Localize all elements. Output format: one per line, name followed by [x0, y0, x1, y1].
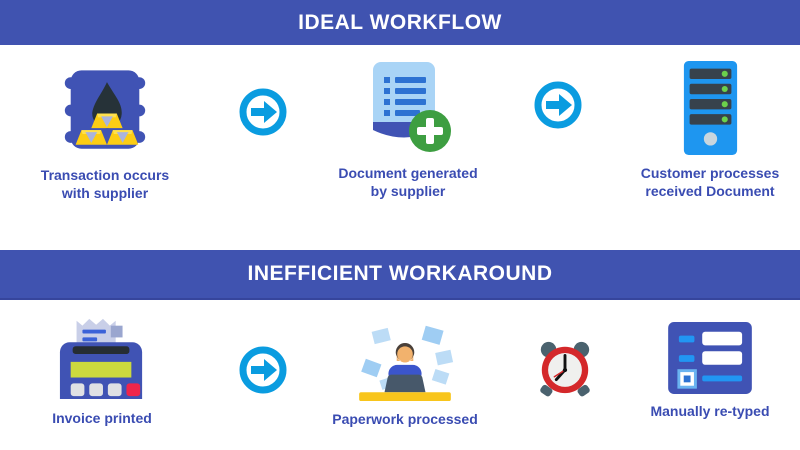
workflow-arrow-3	[239, 346, 287, 399]
delay-clock	[536, 337, 594, 406]
arrow-right-icon	[239, 88, 287, 136]
invoice-printer-icon	[59, 318, 143, 400]
step-label: Customer processes received Document	[640, 165, 780, 200]
step-label: Invoice printed	[52, 410, 152, 426]
document-add-icon	[373, 62, 451, 152]
retype-form-icon	[668, 322, 752, 394]
workflow-arrow-1	[239, 88, 287, 141]
step-paperwork-processed: Paperwork processed	[310, 322, 500, 428]
banner-inefficient-workaround: INEFFICIENT WORKAROUND	[0, 250, 800, 300]
step-label: Paperwork processed	[332, 411, 478, 427]
step-customer-processes: Customer processes received Document	[615, 60, 800, 201]
arrow-right-icon	[534, 81, 582, 129]
step-transaction-supplier: Transaction occurs with supplier	[10, 64, 200, 203]
step-document-generated: Document generated by supplier	[313, 60, 503, 201]
workflow-arrow-2	[534, 81, 582, 134]
alarm-clock-icon	[540, 341, 590, 397]
banner-inefficient-title: INEFFICIENT WORKAROUND	[247, 262, 553, 285]
arrow-right-icon	[239, 346, 287, 394]
banner-ideal-title: IDEAL WORKFLOW	[298, 10, 502, 34]
step-label: Document generated by supplier	[338, 165, 478, 200]
step-invoice-printed: Invoice printed	[7, 311, 197, 427]
server-icon	[683, 60, 737, 156]
step-label: Transaction occurs with supplier	[40, 167, 170, 202]
step-manually-retyped: Manually re-typed	[615, 320, 800, 420]
paperwork-person-icon	[359, 325, 454, 402]
oil-barrel-gold-icon	[64, 70, 146, 149]
step-label: Manually re-typed	[650, 403, 770, 419]
banner-ideal-workflow: IDEAL WORKFLOW	[0, 0, 800, 45]
